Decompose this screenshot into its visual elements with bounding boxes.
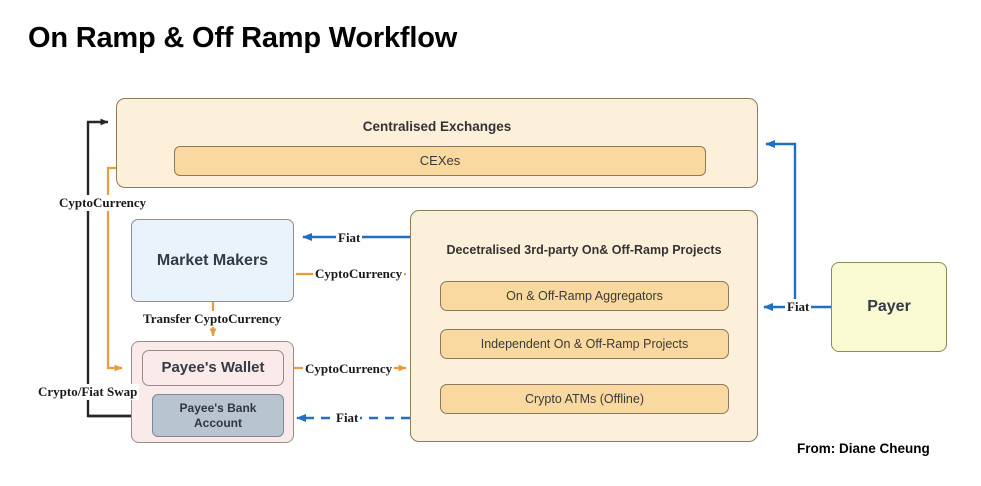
page-title: On Ramp & Off Ramp Workflow xyxy=(28,22,458,54)
node-cexes[interactable]: CEXes xyxy=(174,146,706,176)
edge-label-transfer-cryptocurrency: Transfer CyptoCurrency xyxy=(141,311,284,327)
node-crypto-atms-offline[interactable]: Crypto ATMs (Offline) xyxy=(440,384,729,414)
node-market-makers[interactable]: Market Makers xyxy=(131,219,294,302)
node-centralised-exchanges-title: Centralised Exchanges xyxy=(362,119,512,134)
edge-label-crypto-left: CyptoCurrency xyxy=(57,195,149,211)
node-decentralised-projects-title: Decetralised 3rd-party On& Off-Ramp Proj… xyxy=(446,243,722,257)
node-payer[interactable]: Payer xyxy=(831,262,947,352)
payees-bank-account-line2: Account xyxy=(194,415,242,430)
node-payees-bank-account[interactable]: Payee's Bank Account xyxy=(152,394,284,437)
edge-fiat-payer xyxy=(763,140,831,311)
edge-label-crypto-wallet: CyptoCurrency xyxy=(303,361,395,377)
edge-label-fiat-payer: Fiat xyxy=(785,299,812,315)
attribution: From: Diane Cheung xyxy=(797,441,930,456)
edge-label-fiat-bank: Fiat xyxy=(334,410,361,426)
payees-bank-account-line1: Payee's Bank xyxy=(179,401,257,416)
edge-label-fiat-market-makers: Fiat xyxy=(336,230,363,246)
node-on-off-ramp-aggregators[interactable]: On & Off-Ramp Aggregators xyxy=(440,281,729,311)
node-independent-on-off-ramp-projects[interactable]: Independent On & Off-Ramp Projects xyxy=(440,329,729,359)
node-payees-wallet[interactable]: Payee's Wallet xyxy=(142,350,284,386)
edge-label-crypto-fiat-swap: Crypto/Fiat Swap xyxy=(36,384,140,400)
edge-label-crypto-market-makers: CyptoCurrency xyxy=(313,266,405,282)
